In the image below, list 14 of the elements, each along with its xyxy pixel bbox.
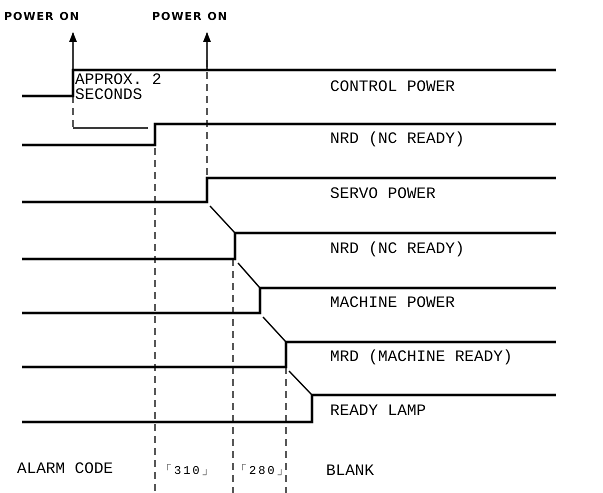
signal-label: MRD (MACHINE READY) <box>330 349 512 365</box>
alarm-code: BLANK <box>326 463 374 479</box>
signal-label: NRD (NC READY) <box>330 131 464 147</box>
signal-label: READY LAMP <box>330 403 426 419</box>
alarm-code: 「280」 <box>235 463 291 479</box>
row-label: ALARM CODE <box>17 461 114 477</box>
duration-label: APPROX. 2 SECONDS <box>75 73 162 103</box>
signal-label: MACHINE POWER <box>330 295 455 311</box>
event-label: POWER ON <box>152 9 228 25</box>
signal-label: CONTROL POWER <box>330 79 455 95</box>
signal-label: NRD (NC READY) <box>330 241 464 257</box>
signal-label: SERVO POWER <box>330 186 436 202</box>
alarm-code: 「310」 <box>160 463 216 479</box>
event-label: POWER ON <box>4 9 80 25</box>
